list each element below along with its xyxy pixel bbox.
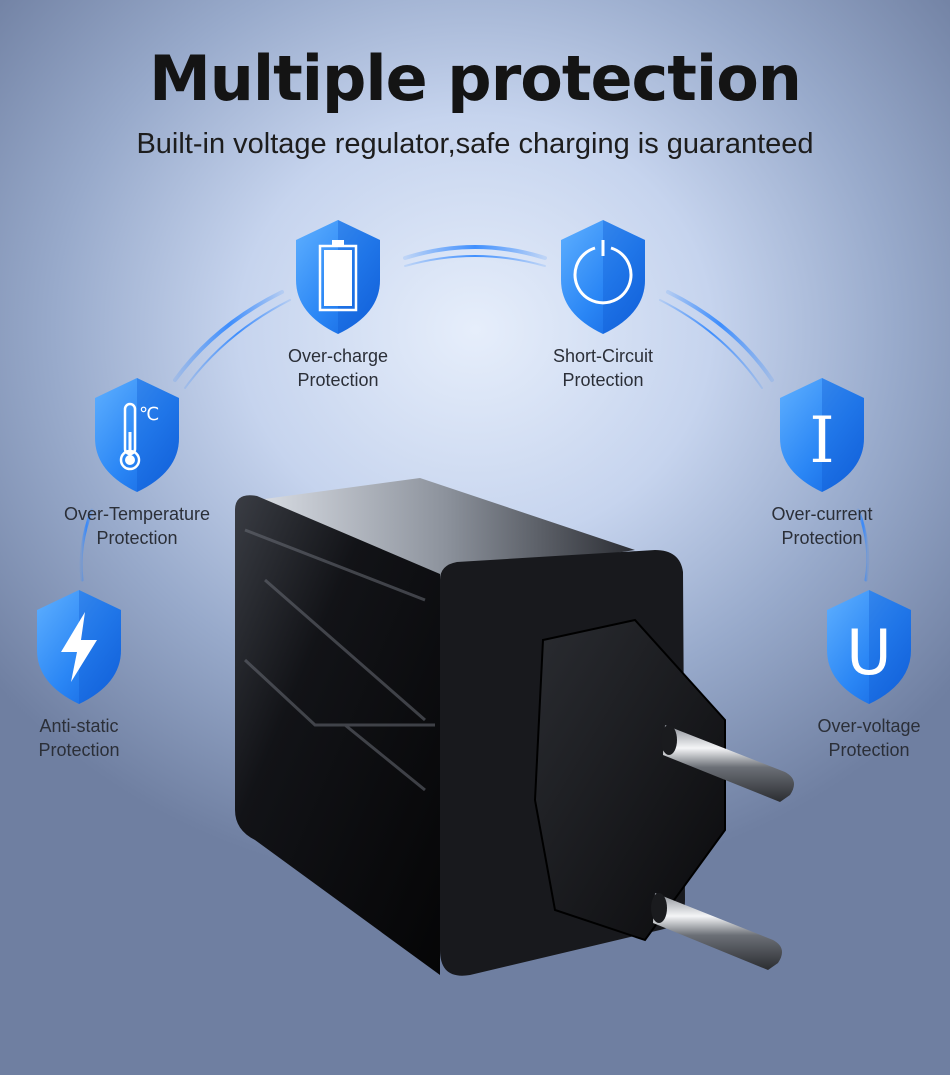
feature-label-line2: Protection <box>562 370 644 390</box>
feature-label-line2: Protection <box>297 370 379 390</box>
feature-over-charge: Over-charge Protection <box>243 218 433 392</box>
feature-short-circuit: Short-Circuit Protection <box>508 218 698 392</box>
feature-anti-static: Anti-static Protection <box>0 588 174 762</box>
current-icon: I <box>780 378 864 492</box>
feature-label-line1: Over-current <box>771 504 873 524</box>
charger-top-edge <box>257 478 635 580</box>
feature-label-line2: Protection <box>781 528 863 548</box>
plug-pin-top <box>661 725 794 802</box>
page-subtitle: Built-in voltage regulator,safe charging… <box>136 128 814 160</box>
lightning-icon <box>37 590 121 704</box>
feature-label-line2: Protection <box>96 528 178 548</box>
thermometer-icon: ℃ <box>95 378 179 492</box>
voltage-symbol: U <box>846 616 891 689</box>
plug-face <box>533 618 726 942</box>
page-title: Multiple protection <box>149 42 802 115</box>
feature-label-line2: Protection <box>828 740 910 760</box>
feature-label-line2: Protection <box>38 740 120 760</box>
feature-label-line1: Over-voltage <box>817 716 921 736</box>
battery-icon <box>296 220 380 334</box>
feature-over-current: I Over-current Protection <box>727 376 917 550</box>
feature-over-voltage: U Over-voltage Protection <box>774 588 950 762</box>
feature-label-line1: Short-Circuit <box>552 346 654 366</box>
plug-pin-bottom <box>651 893 782 970</box>
feature-label-line1: Over-Temperature <box>63 504 211 524</box>
feature-label-line1: Over-charge <box>287 346 389 366</box>
voltage-icon: U <box>827 590 911 704</box>
charger-side <box>235 495 440 975</box>
celsius-symbol: ℃ <box>139 404 159 425</box>
charger-image <box>235 478 794 976</box>
feature-label-line1: Anti-static <box>39 716 119 736</box>
current-symbol: I <box>809 404 834 478</box>
feature-over-temperature: ℃ Over-Temperature Protection <box>42 376 232 550</box>
power-icon <box>561 220 645 334</box>
